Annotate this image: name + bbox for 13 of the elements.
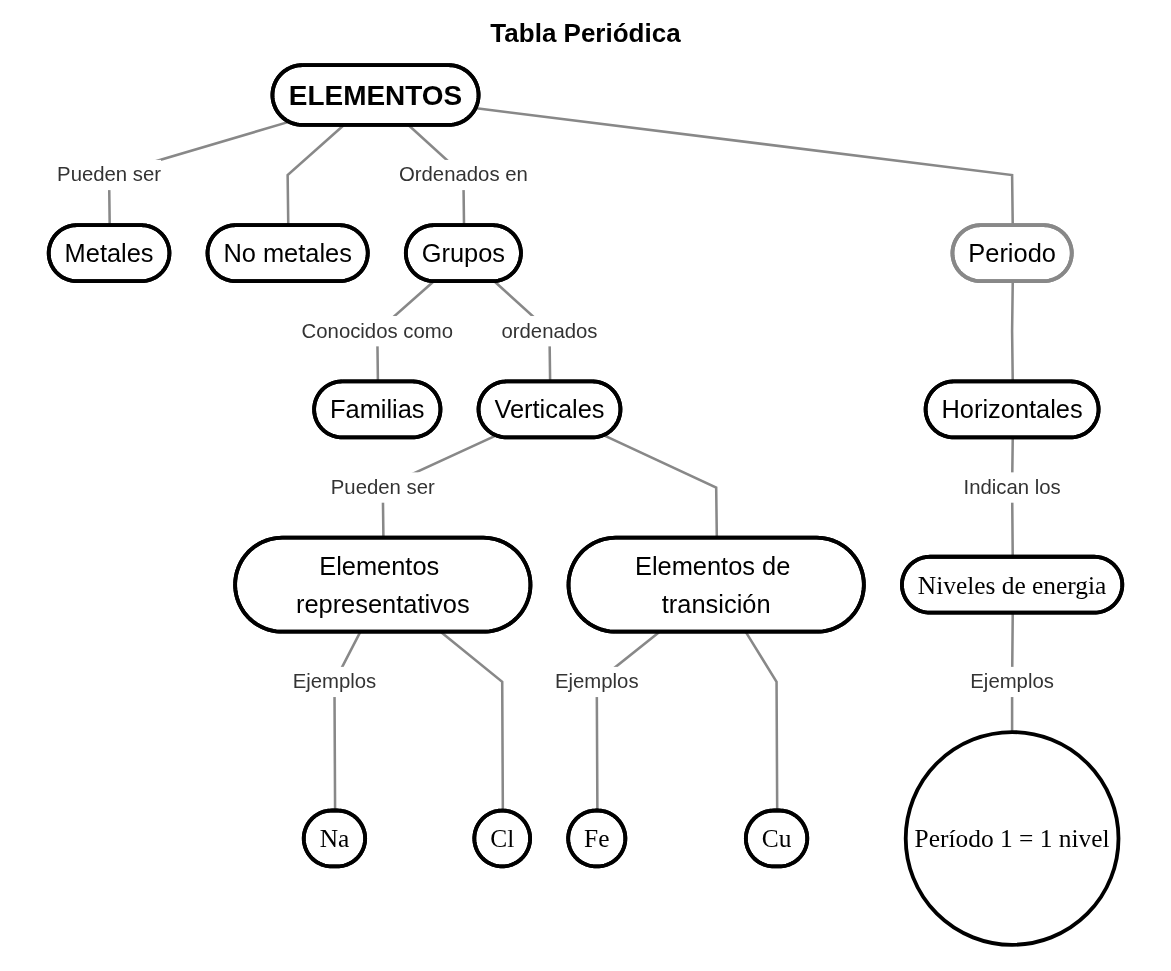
edge-label: Indican los: [963, 476, 1061, 498]
edge-label: Ejemplos: [292, 670, 377, 693]
edge-label: ordenados: [501, 319, 598, 342]
edge-label: Ordenados en: [398, 163, 528, 186]
edge-label: Pueden ser: [330, 476, 435, 498]
connector: [476, 107, 1014, 226]
diagram-title: Tabla Periódica: [489, 18, 682, 49]
edge-label: Conocidos como: [301, 319, 453, 342]
edge-label: Ejemplos: [554, 670, 639, 693]
connector: [286, 124, 345, 226]
node-circle: Período 1 = 1 nivel: [903, 730, 1121, 947]
edge-label: Pueden ser: [57, 163, 162, 186]
edge-label: Ejemplos: [970, 670, 1054, 693]
